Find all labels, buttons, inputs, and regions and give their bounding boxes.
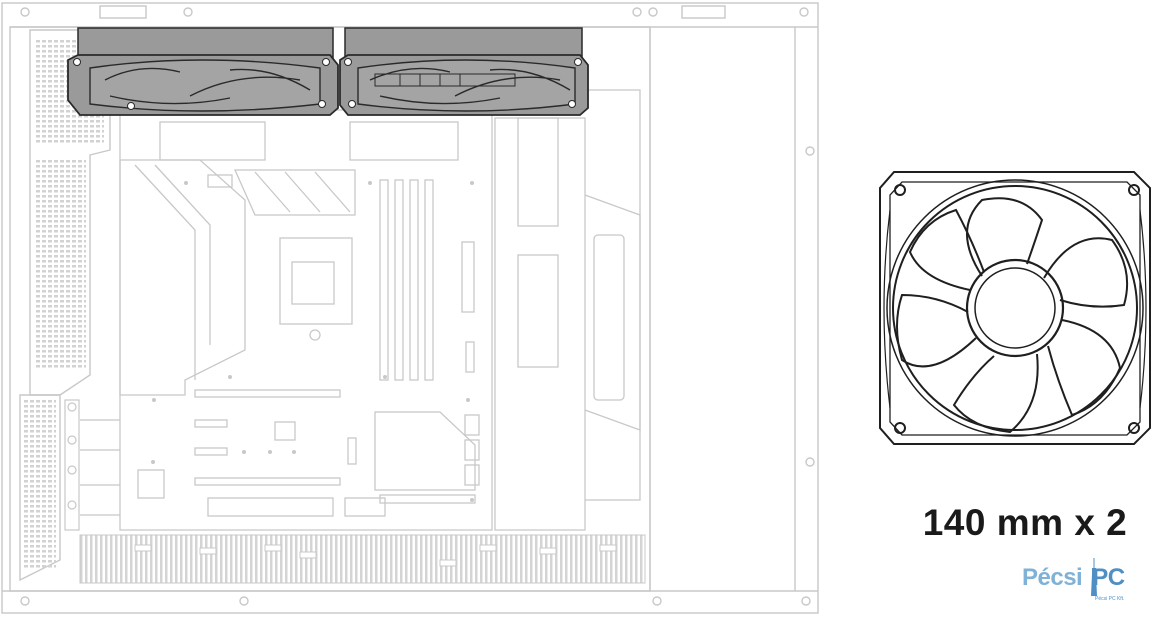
- cpu-socket: [279, 237, 353, 325]
- fan-icon: [879, 171, 1151, 445]
- tower-icon: [1091, 558, 1097, 596]
- pecsipc-logo: Pécsi PC Pécsi PC Kft.: [1022, 558, 1142, 608]
- motherboard: [119, 109, 493, 531]
- logo-text-right: PC: [1092, 564, 1125, 591]
- top-fan-right: [339, 27, 589, 116]
- pc-case-diagram: [1, 2, 819, 614]
- logo-text-left: Pécsi: [1022, 564, 1083, 591]
- case-outer-frame: [1, 2, 819, 614]
- logo-subtitle: Pécsi PC Kft.: [1095, 596, 1125, 602]
- fan-size-label: 140 mm x 2: [922, 502, 1128, 543]
- logo-text: Pécsi PC: [1022, 564, 1125, 592]
- top-fan-left: [67, 27, 339, 116]
